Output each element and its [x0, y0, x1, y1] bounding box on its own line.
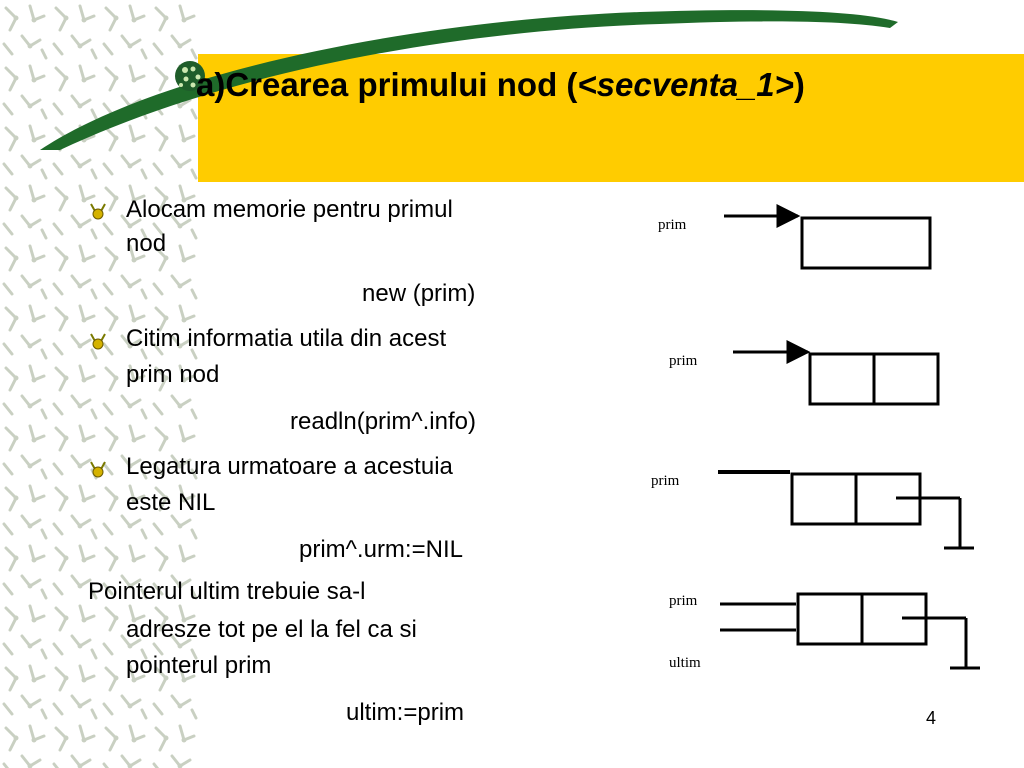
- label-prim-2: prim: [669, 353, 698, 369]
- bullet-icon: [90, 203, 106, 220]
- paragraph-line-1: Pointerul ultim trebuie sa-l: [88, 578, 366, 605]
- bullet-icon: [90, 461, 106, 478]
- paragraph-line-3: pointerul prim: [126, 652, 272, 679]
- paragraph-line-2: adresze tot pe el la fel ca si: [126, 616, 417, 643]
- bullet-icon: [90, 333, 106, 350]
- bullet-1-code: new (prim): [362, 280, 476, 307]
- bullet-2-code: readln(prim^.info): [290, 408, 476, 435]
- title-italic: <secventa_1>: [577, 66, 794, 103]
- title-decoration: [40, 10, 898, 150]
- bullet-2-line-1: Citim informatia utila din acest: [126, 325, 447, 352]
- title-prefix: a)Crearea primului nod (: [196, 66, 578, 103]
- label-prim-3: prim: [651, 473, 680, 489]
- label-prim-1: prim: [658, 217, 687, 233]
- title-suffix: ): [793, 66, 805, 103]
- sphere-icon: [175, 61, 205, 91]
- label-prim-4: prim: [669, 593, 698, 609]
- bullet-3-code: prim^.urm:=NIL: [299, 536, 463, 563]
- bullet-1-line-2: nod: [126, 230, 167, 257]
- label-ultim: ultim: [669, 655, 701, 671]
- bullet-3-line-2: este NIL: [126, 489, 216, 516]
- bullet-3-line-1: Legatura urmatoare a acestuia: [126, 453, 453, 480]
- slide-title: a)Crearea primului nod (<secventa_1>): [196, 66, 805, 104]
- paragraph-code: ultim:=prim: [346, 699, 465, 726]
- bullet-2-line-2: prim nod: [126, 361, 220, 388]
- title-bar: [198, 54, 1024, 182]
- page-number: 4: [926, 708, 937, 728]
- bullet-1-line-1: Alocam memorie pentru primul: [126, 196, 453, 223]
